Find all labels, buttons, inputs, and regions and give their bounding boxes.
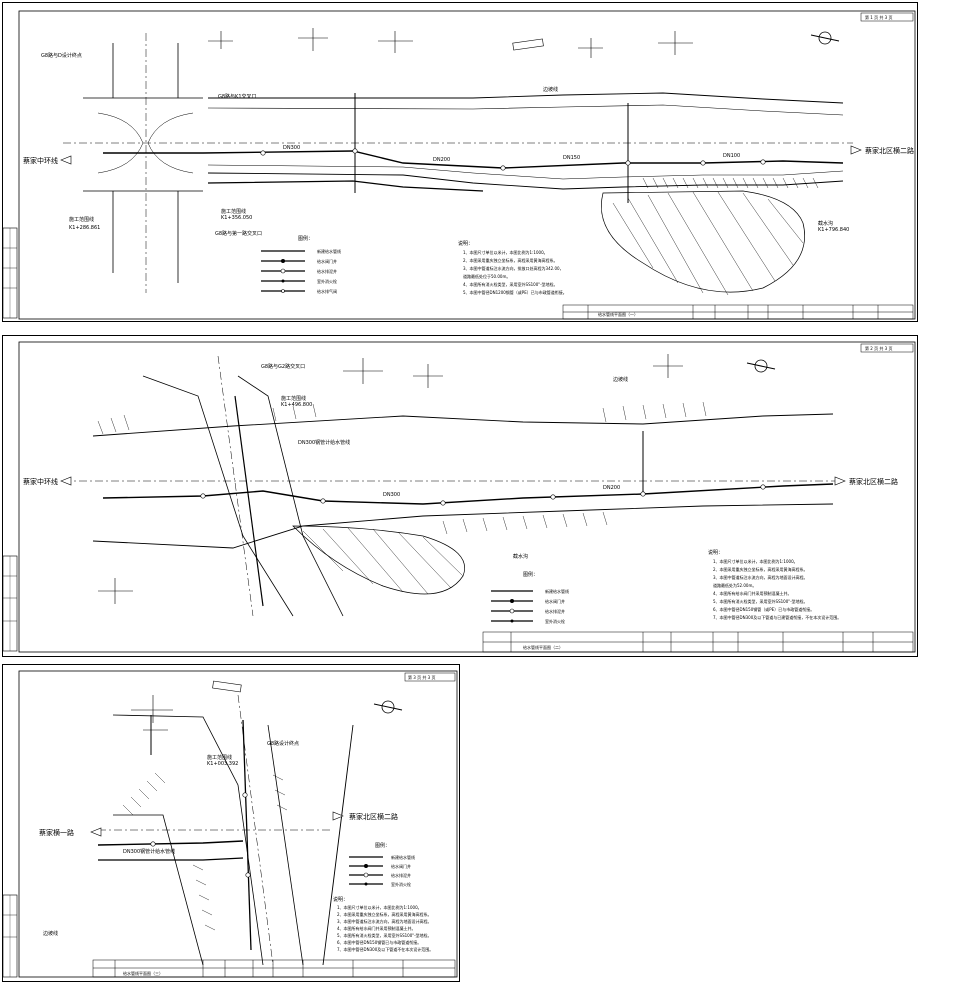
legend-item: 给水排泥井	[317, 268, 337, 274]
note-line: 3、本图中管道标注水流方向，排放口处高程为342.00，	[463, 265, 564, 271]
notes-title: 说明：	[708, 549, 723, 556]
note-line: 4、本图所有给水阀门井采用预制混凝土井。	[713, 590, 792, 596]
note-line: 1、本图尺寸单位以米计，本图比例为1:1000。	[463, 249, 548, 255]
left-direction-label: 蔡家中环线	[23, 156, 58, 165]
legend-item: 给水阀门井	[391, 863, 411, 869]
legend-title: 图例：	[375, 842, 390, 849]
title-block	[482, 631, 914, 653]
note-line: 3、本图中管道标注水流方向，高程为地面设计高程。	[713, 574, 808, 580]
annotation-label: 施工范围线	[69, 216, 94, 223]
note-line: 4、本图所有消火栓类型，采用室外SS100"-型地栓。	[463, 281, 558, 287]
annotation-label: DN300	[383, 492, 400, 498]
left-direction-label: 蔡家中环线	[23, 477, 58, 486]
note-line: 2、本图采用重庆独立坐标系，高程采用黄海高程系。	[713, 566, 808, 572]
drawing-sheet-2: 第 2 页 共 3 页 蔡家中环线 蔡家北区横二路 G8路与G2路交叉口 施工范…	[2, 335, 918, 657]
annotation-label: G8路与D设计终点	[41, 52, 82, 59]
notes: 说明： 1、本图尺寸单位以米计，本图比例为1:1000。 2、本图采用重庆独立坐…	[458, 240, 567, 295]
note-line: 4、本图所有给水阀门井采用预制混凝土井。	[337, 925, 416, 931]
annotation-label: 截水沟	[513, 553, 528, 560]
page-label: 第 3 页 共 3 页	[408, 674, 435, 680]
drawing-sheet-1: 第 1 页 共 3 页 蔡家中环线 蔡家北区横二路 G8路与	[2, 2, 918, 322]
right-direction-label: 蔡家北区横二路	[849, 477, 898, 486]
note-line: 3、本图中管道标注水流方向，高程为地面设计高程。	[337, 918, 432, 924]
notes: 说明： 1、本图尺寸单位以米计，本图比例为1:1000。 2、本图采用重庆独立坐…	[333, 896, 433, 952]
annotation-label: G8路设计终点	[267, 740, 299, 747]
legend-title: 图例：	[523, 571, 538, 578]
note-line: 2、本图采用重庆独立坐标系，高程采用黄海高程系。	[463, 257, 558, 263]
annotation-label: G8路与第一路交叉口	[215, 230, 262, 237]
notes-title: 说明：	[333, 896, 348, 903]
annotation-label: 边坡线	[613, 376, 628, 383]
legend-title: 图例：	[298, 235, 313, 242]
legend: 新建给水管线 给水阀门井 给水排泥井 室外消火栓	[491, 588, 569, 624]
annotation-label: DN150	[563, 155, 580, 161]
annotation-label: K1+286.861	[69, 225, 100, 231]
legend-item: 室外消火栓	[545, 618, 565, 624]
annotation-label: K1+796.840	[818, 227, 849, 233]
page-label: 第 2 页 共 3 页	[865, 345, 892, 351]
legend-item: 给水排泥井	[545, 608, 565, 614]
annotation-label: 施工范围线	[207, 754, 232, 761]
legend: 新建给水管线 给水阀门井 给水排泥井 室外消火栓	[349, 854, 415, 887]
legend-item: 室外消火栓	[391, 881, 411, 887]
note-line: 1、本图尺寸单位以米计，本图比例为1:1000。	[337, 904, 422, 910]
annotation-label: DN300钢管计给水管线	[123, 848, 175, 855]
note-line: 7、本图中管径DN300及以下管道与已建管道衔接，不在本次设计范围。	[713, 614, 841, 620]
legend-item: 新建给水管线	[391, 854, 415, 860]
note-line: 6、本图中管径DN150钢管（或PE）已与市政管道衔接。	[713, 606, 814, 612]
page-label: 第 1 页 共 3 页	[865, 14, 892, 20]
note-line: 5、本图所有消火栓类型，采用室外SS100"-型地栓。	[337, 932, 432, 938]
legend: 新建给水管线 给水阀门井 给水排泥井 室外消火栓 给水排气阀	[261, 248, 341, 294]
annotation-label: 截水沟	[818, 220, 833, 227]
left-direction-label: 蔡家横一路	[39, 828, 74, 837]
title-block	[92, 959, 456, 978]
notes-title: 说明：	[458, 240, 473, 247]
right-direction-label: 蔡家北区横二路	[349, 812, 398, 821]
legend-item: 室外消火栓	[317, 278, 337, 284]
legend-item: 给水阀门井	[317, 258, 337, 264]
note-line: 2、本图采用重庆独立坐标系，高程采用黄海高程系。	[337, 911, 432, 917]
note-line: 5、本图所有消火栓类型，采用室外SS100"-型地栓。	[713, 598, 808, 604]
annotation-label: 施工范围线	[281, 395, 306, 402]
notes: 说明： 1、本图尺寸单位以米计，本图比例为1:1000。 2、本图采用重庆独立坐…	[708, 549, 841, 620]
note-line: 6、本图中管径DN150钢管已与市政管道衔接。	[337, 939, 421, 945]
note-line: 5、本图中管径DN1200钢管（或PE）已与市政管道衔接。	[463, 289, 567, 295]
drawing-title: 给水管线平面图（一）	[598, 311, 638, 317]
legend-item: 给水阀门井	[545, 598, 565, 604]
annotation-label: K1+496.800	[281, 402, 312, 408]
annotation-label: DN300	[283, 145, 300, 151]
title-block	[562, 304, 914, 320]
legend-item: 新建给水管线	[317, 248, 341, 254]
annotation-label: DN100	[723, 153, 740, 159]
right-direction-label: 蔡家北区横二路	[865, 146, 914, 155]
annotation-label: G8路与K1交叉口	[218, 93, 257, 100]
note-line: 道路最低处位于50.00m。	[463, 273, 510, 279]
note-line: 1、本图尺寸单位以米计，本图比例为1:1000。	[713, 558, 798, 564]
legend-item: 新建给水管线	[545, 588, 569, 594]
annotation-label: DN300钢管计给水管线	[298, 439, 350, 446]
note-line: 道路最低处为52.00m。	[713, 582, 756, 588]
legend-item: 给水排气阀	[317, 288, 337, 294]
annotation-label: 边坡线	[43, 930, 58, 937]
drawing-title: 给水管线平面图（三）	[123, 970, 163, 976]
annotation-label: G8路与G2路交叉口	[261, 363, 305, 370]
annotation-label: DN200	[603, 485, 620, 491]
annotation-label: K1+356.050	[221, 215, 252, 221]
plan-drawing-1: 第 1 页 共 3 页 蔡家中环线 蔡家北区横二路 G8路与	[3, 10, 916, 320]
plan-drawing-3: 第 3 页 共 3 页 蔡家横一路 蔡家北区横二路 G8路设计终点 施工范围线 …	[3, 670, 458, 978]
legend-item: 给水排泥井	[391, 872, 411, 878]
drawing-title: 给水管线平面图（二）	[523, 644, 563, 650]
annotation-label: K1+003.392	[207, 761, 238, 767]
annotation-label: 施工范围线	[221, 208, 246, 215]
drawing-sheet-3: 第 3 页 共 3 页 蔡家横一路 蔡家北区横二路 G8路设计终点 施工范围线 …	[2, 664, 460, 982]
annotation-label: DN200	[433, 157, 450, 163]
note-line: 7、本图中管径DN300及以下管道不在本次设计范围。	[337, 946, 433, 952]
annotation-label: 边坡线	[543, 86, 558, 93]
plan-drawing-2: 第 2 页 共 3 页 蔡家中环线 蔡家北区横二路 G8路与G2路交叉口 施工范…	[3, 341, 916, 653]
